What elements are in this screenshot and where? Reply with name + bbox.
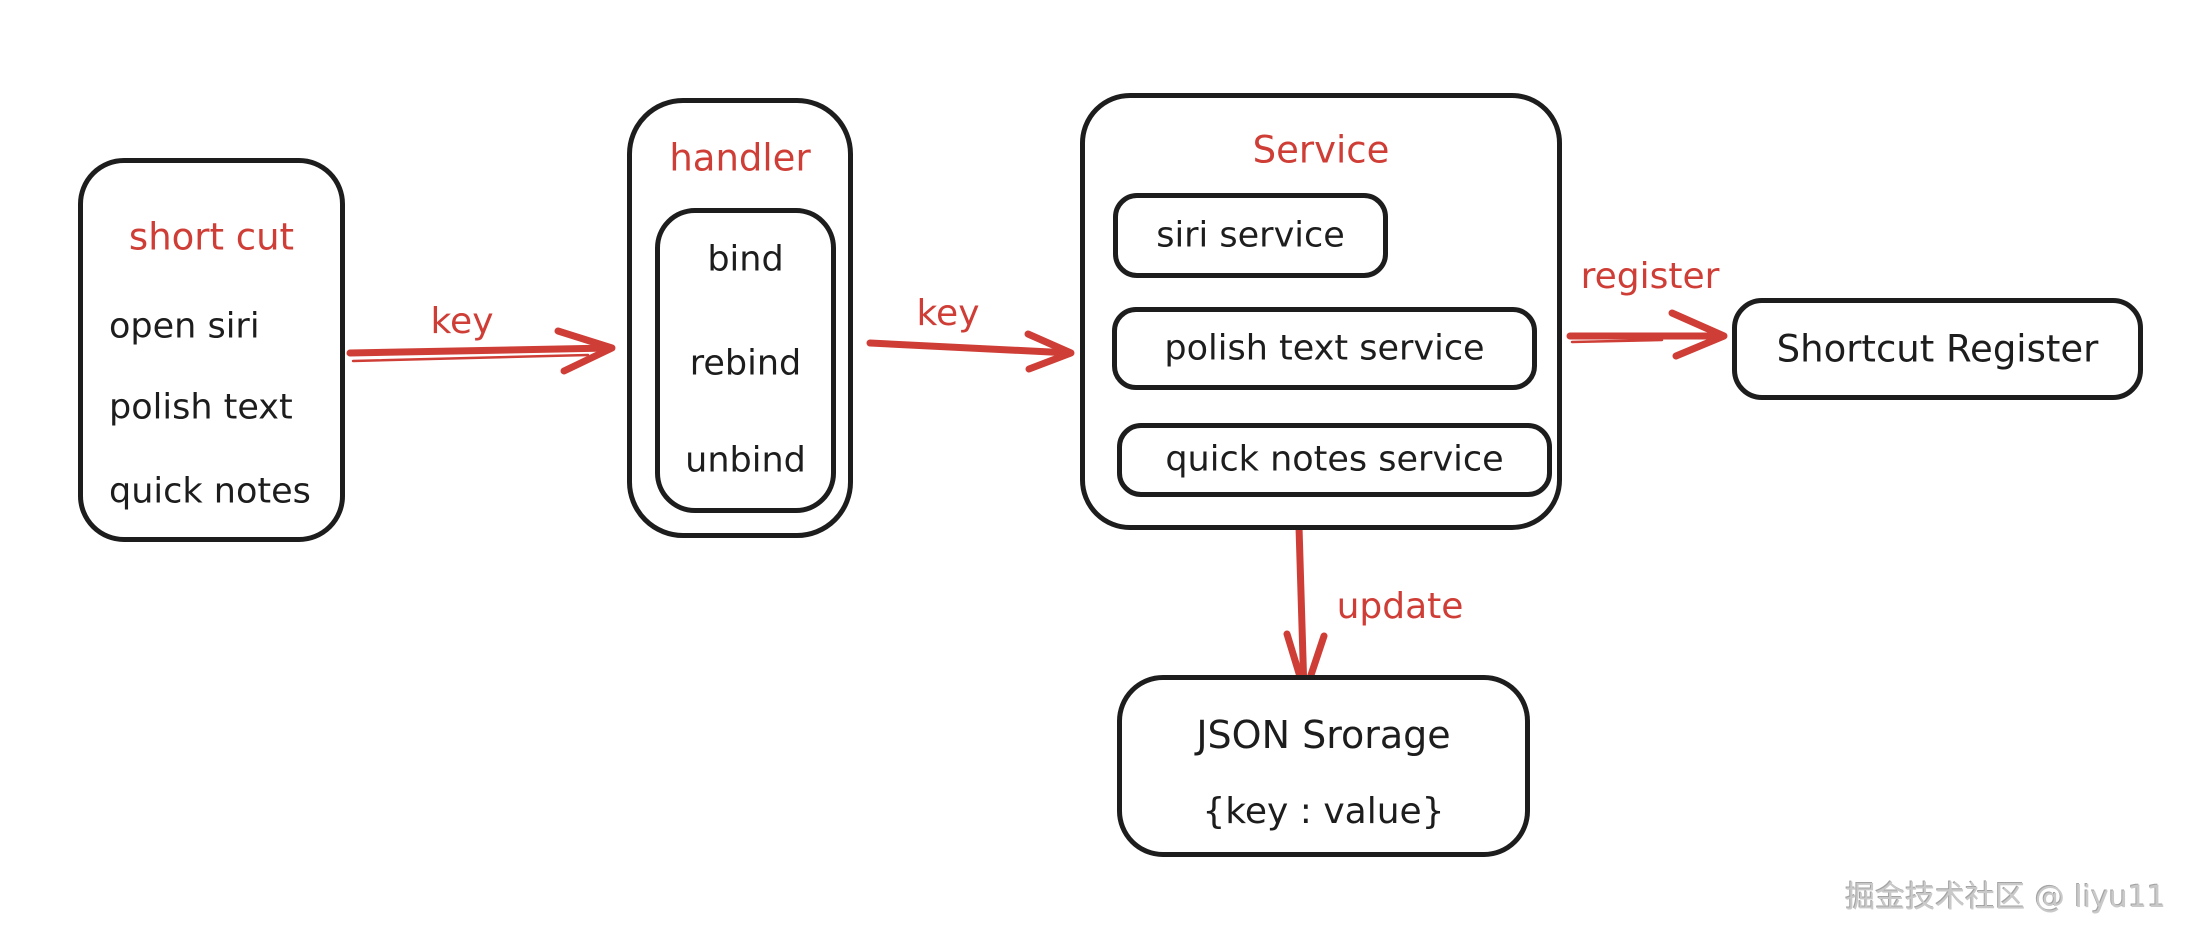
arrow-key-1-head [554,327,616,375]
watermark-text: 掘金技术社区 @ liyu11 [1845,880,2166,915]
handler-item-unbind: unbind [685,440,806,481]
node-shortcut-title: short cut [128,215,295,259]
arrow-key-2-head [1024,330,1075,373]
edge-label-key-1: key [430,301,494,342]
shortcut-item-polish-text: polish text [109,387,293,428]
edge-label-key-2: key [916,293,980,334]
service-item-siri-box: siri service [1113,193,1388,278]
arrow-key-2-shaft [866,339,1074,357]
handler-item-bind: bind [707,239,784,280]
edge-label-update: update [1336,586,1464,627]
service-item-siri-label: siri service [1156,215,1345,255]
service-item-polish-label: polish text service [1164,328,1485,368]
service-item-polish-box: polish text service [1112,307,1537,390]
node-shortcut-register: Shortcut Register [1732,298,2143,400]
json-storage-title: JSON Srorage [1196,713,1451,757]
node-shortcut-register-label: Shortcut Register [1776,327,2099,371]
arrow-key-1-shaft-sketch [351,353,590,363]
service-item-quick-label: quick notes service [1165,439,1504,480]
json-storage-value: {key : value} [1202,791,1445,832]
node-handler-title: handler [669,136,811,180]
service-item-quick-box: quick notes service [1117,423,1552,497]
handler-item-rebind: rebind [689,343,802,384]
shortcut-item-quick-notes: quick notes [109,471,311,512]
edge-label-register: register [1580,256,1720,297]
shortcut-item-open-siri: open siri [109,306,260,347]
arrow-key-1-shaft [346,344,614,357]
node-json-storage: JSON Srorage {key : value} [1117,675,1530,857]
node-service: Service siri service polish text service… [1080,93,1562,530]
arrow-register-head [1668,309,1728,360]
node-handler: handler bind rebind unbind [627,98,853,538]
node-shortcut: short cut open siri polish text quick no… [78,158,345,542]
node-service-title: Service [1252,128,1390,172]
handler-inner-box: bind rebind unbind [655,208,836,513]
arrow-register-shaft-sketch [1570,338,1664,344]
arrow-update-shaft [1295,523,1308,696]
